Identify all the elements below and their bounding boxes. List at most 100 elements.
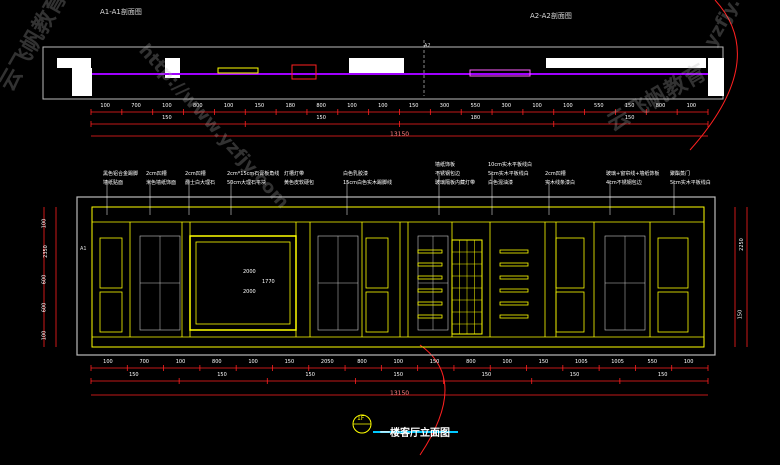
material-callout: 墙纸贴面: [103, 180, 124, 186]
material-callout: 4cm不锈钢包边: [606, 180, 642, 186]
elevation-inner: [91, 206, 705, 348]
dimension-label: 150: [408, 103, 419, 109]
dimension-label: 100: [347, 103, 357, 109]
dimension-label-vertical: 2250: [738, 238, 745, 251]
dimension-label: 100: [686, 103, 697, 109]
dimension-label: 150: [162, 115, 172, 121]
section-a2-marker: A2: [424, 43, 431, 49]
wall-panel: [657, 237, 689, 289]
wall-panel: [555, 237, 585, 289]
title-badge-text: 1F: [357, 415, 365, 422]
elevation-frame: [76, 196, 716, 356]
elevation-total-dim: 13150: [390, 390, 410, 397]
material-callout: 黄色皮软硬包: [284, 180, 315, 186]
wall-panel: [365, 237, 389, 289]
dimension-label: 100: [563, 103, 573, 109]
wall-panel: [99, 237, 123, 289]
plan-cabinet: [217, 67, 259, 74]
dimension-label: 100: [683, 359, 694, 365]
drawing-title: 一楼客厅立面图: [380, 428, 450, 439]
dimension-label: 550: [470, 103, 481, 109]
dimension-label: 100: [223, 103, 234, 109]
dimension-label: 150: [569, 372, 580, 378]
dimension-label: 2050: [320, 359, 334, 365]
material-callout: 5cm实木平板线白: [488, 171, 529, 177]
dimension-label: 150: [393, 372, 404, 378]
dimension-label: 800: [212, 359, 222, 365]
dimension-label: 1005: [611, 359, 624, 365]
material-callout: 5cm实木平板线白: [670, 180, 711, 186]
dimension-label: 100: [502, 359, 512, 365]
dimension-label: 700: [139, 359, 149, 365]
door-swing-arc: [689, 0, 738, 151]
inner-dimension-label: 1770: [262, 279, 275, 285]
wall-panel: [555, 291, 585, 333]
dimension-label: 150: [481, 372, 492, 378]
plan-red-box: [291, 64, 317, 80]
dimension-label: 180: [470, 115, 481, 121]
material-callout: 实木线条漆白: [545, 180, 576, 186]
dimension-label: 800: [357, 359, 367, 365]
display-shelf: [417, 288, 443, 293]
material-callout: 白色乳胶漆: [343, 171, 369, 177]
dimension-label: 150: [305, 372, 315, 378]
dimension-label: 100: [103, 359, 113, 365]
material-callout: 黑色铝合金踢脚: [103, 171, 139, 177]
material-callout: 玻璃隔板内藏灯带: [435, 180, 476, 186]
section-a1-marker: A1: [80, 246, 87, 252]
dimension-label: 300: [439, 103, 450, 109]
dimension-label: 100: [532, 103, 542, 109]
inner-dimension-label: 2000: [243, 269, 256, 275]
dimension-label: 800: [466, 359, 476, 365]
material-callout: 墙纸饰板: [435, 162, 456, 168]
material-callout: 米色墙纸饰面: [146, 180, 177, 186]
display-shelf: [499, 288, 529, 293]
dimension-label-vertical: 100: [41, 218, 48, 229]
display-shelf: [417, 249, 443, 254]
dimension-label: 150: [129, 372, 139, 378]
dimension-label-vertical: 600: [41, 302, 48, 313]
plan-total-dim: 13150: [390, 131, 410, 138]
material-callout: 不锈钢包边: [435, 171, 461, 177]
material-callout: 白色混油漆: [488, 180, 514, 186]
display-shelf: [499, 275, 529, 280]
dimension-label: 150: [217, 372, 227, 378]
dimension-label: 100: [175, 359, 186, 365]
door-swing-arc-lower: [419, 344, 446, 456]
dimension-label: 700: [131, 103, 141, 109]
display-shelf: [499, 249, 529, 254]
dimension-label: 550: [647, 359, 658, 365]
material-callout: 2cm*15cm石膏板角线: [227, 171, 280, 177]
dimension-label: 150: [284, 359, 295, 365]
tv-wall: [189, 235, 297, 331]
material-callout: 50cm大理石平块: [227, 180, 266, 186]
wall-panel: [365, 291, 389, 333]
dimension-label-vertical: 2350: [42, 245, 49, 258]
dimension-label: 150: [624, 103, 635, 109]
display-shelf: [417, 314, 443, 319]
dimension-label-vertical: 100: [41, 330, 48, 341]
dimension-label: 100: [378, 103, 388, 109]
wall-panel: [99, 291, 123, 333]
dimension-label: 150: [316, 115, 326, 121]
material-callout: 15cm白色实木踢脚线: [343, 180, 392, 186]
material-callout: 灯槽灯带: [284, 171, 305, 177]
wall-panel: [657, 291, 689, 333]
dimension-label: 300: [501, 103, 512, 109]
plan-tv-unit: [469, 69, 531, 77]
dimension-label: 100: [248, 359, 258, 365]
dimension-label: 100: [393, 359, 404, 365]
dimension-label: 150: [657, 372, 668, 378]
display-shelf: [417, 262, 443, 267]
dimension-label: 800: [192, 103, 203, 109]
material-callout: 2cm凹槽: [545, 171, 566, 177]
dimension-label-vertical: 150: [737, 309, 744, 320]
plan-wall-left2: [72, 68, 92, 96]
dimension-label: 100: [162, 103, 172, 109]
dimension-label: 150: [538, 359, 549, 365]
dimension-label: 800: [316, 103, 326, 109]
plan-wall-left: [57, 58, 91, 68]
plan-wall-mid2: [546, 58, 706, 68]
display-shelf: [499, 262, 529, 267]
section-a1-label: A1-A1剖面图: [100, 8, 142, 16]
